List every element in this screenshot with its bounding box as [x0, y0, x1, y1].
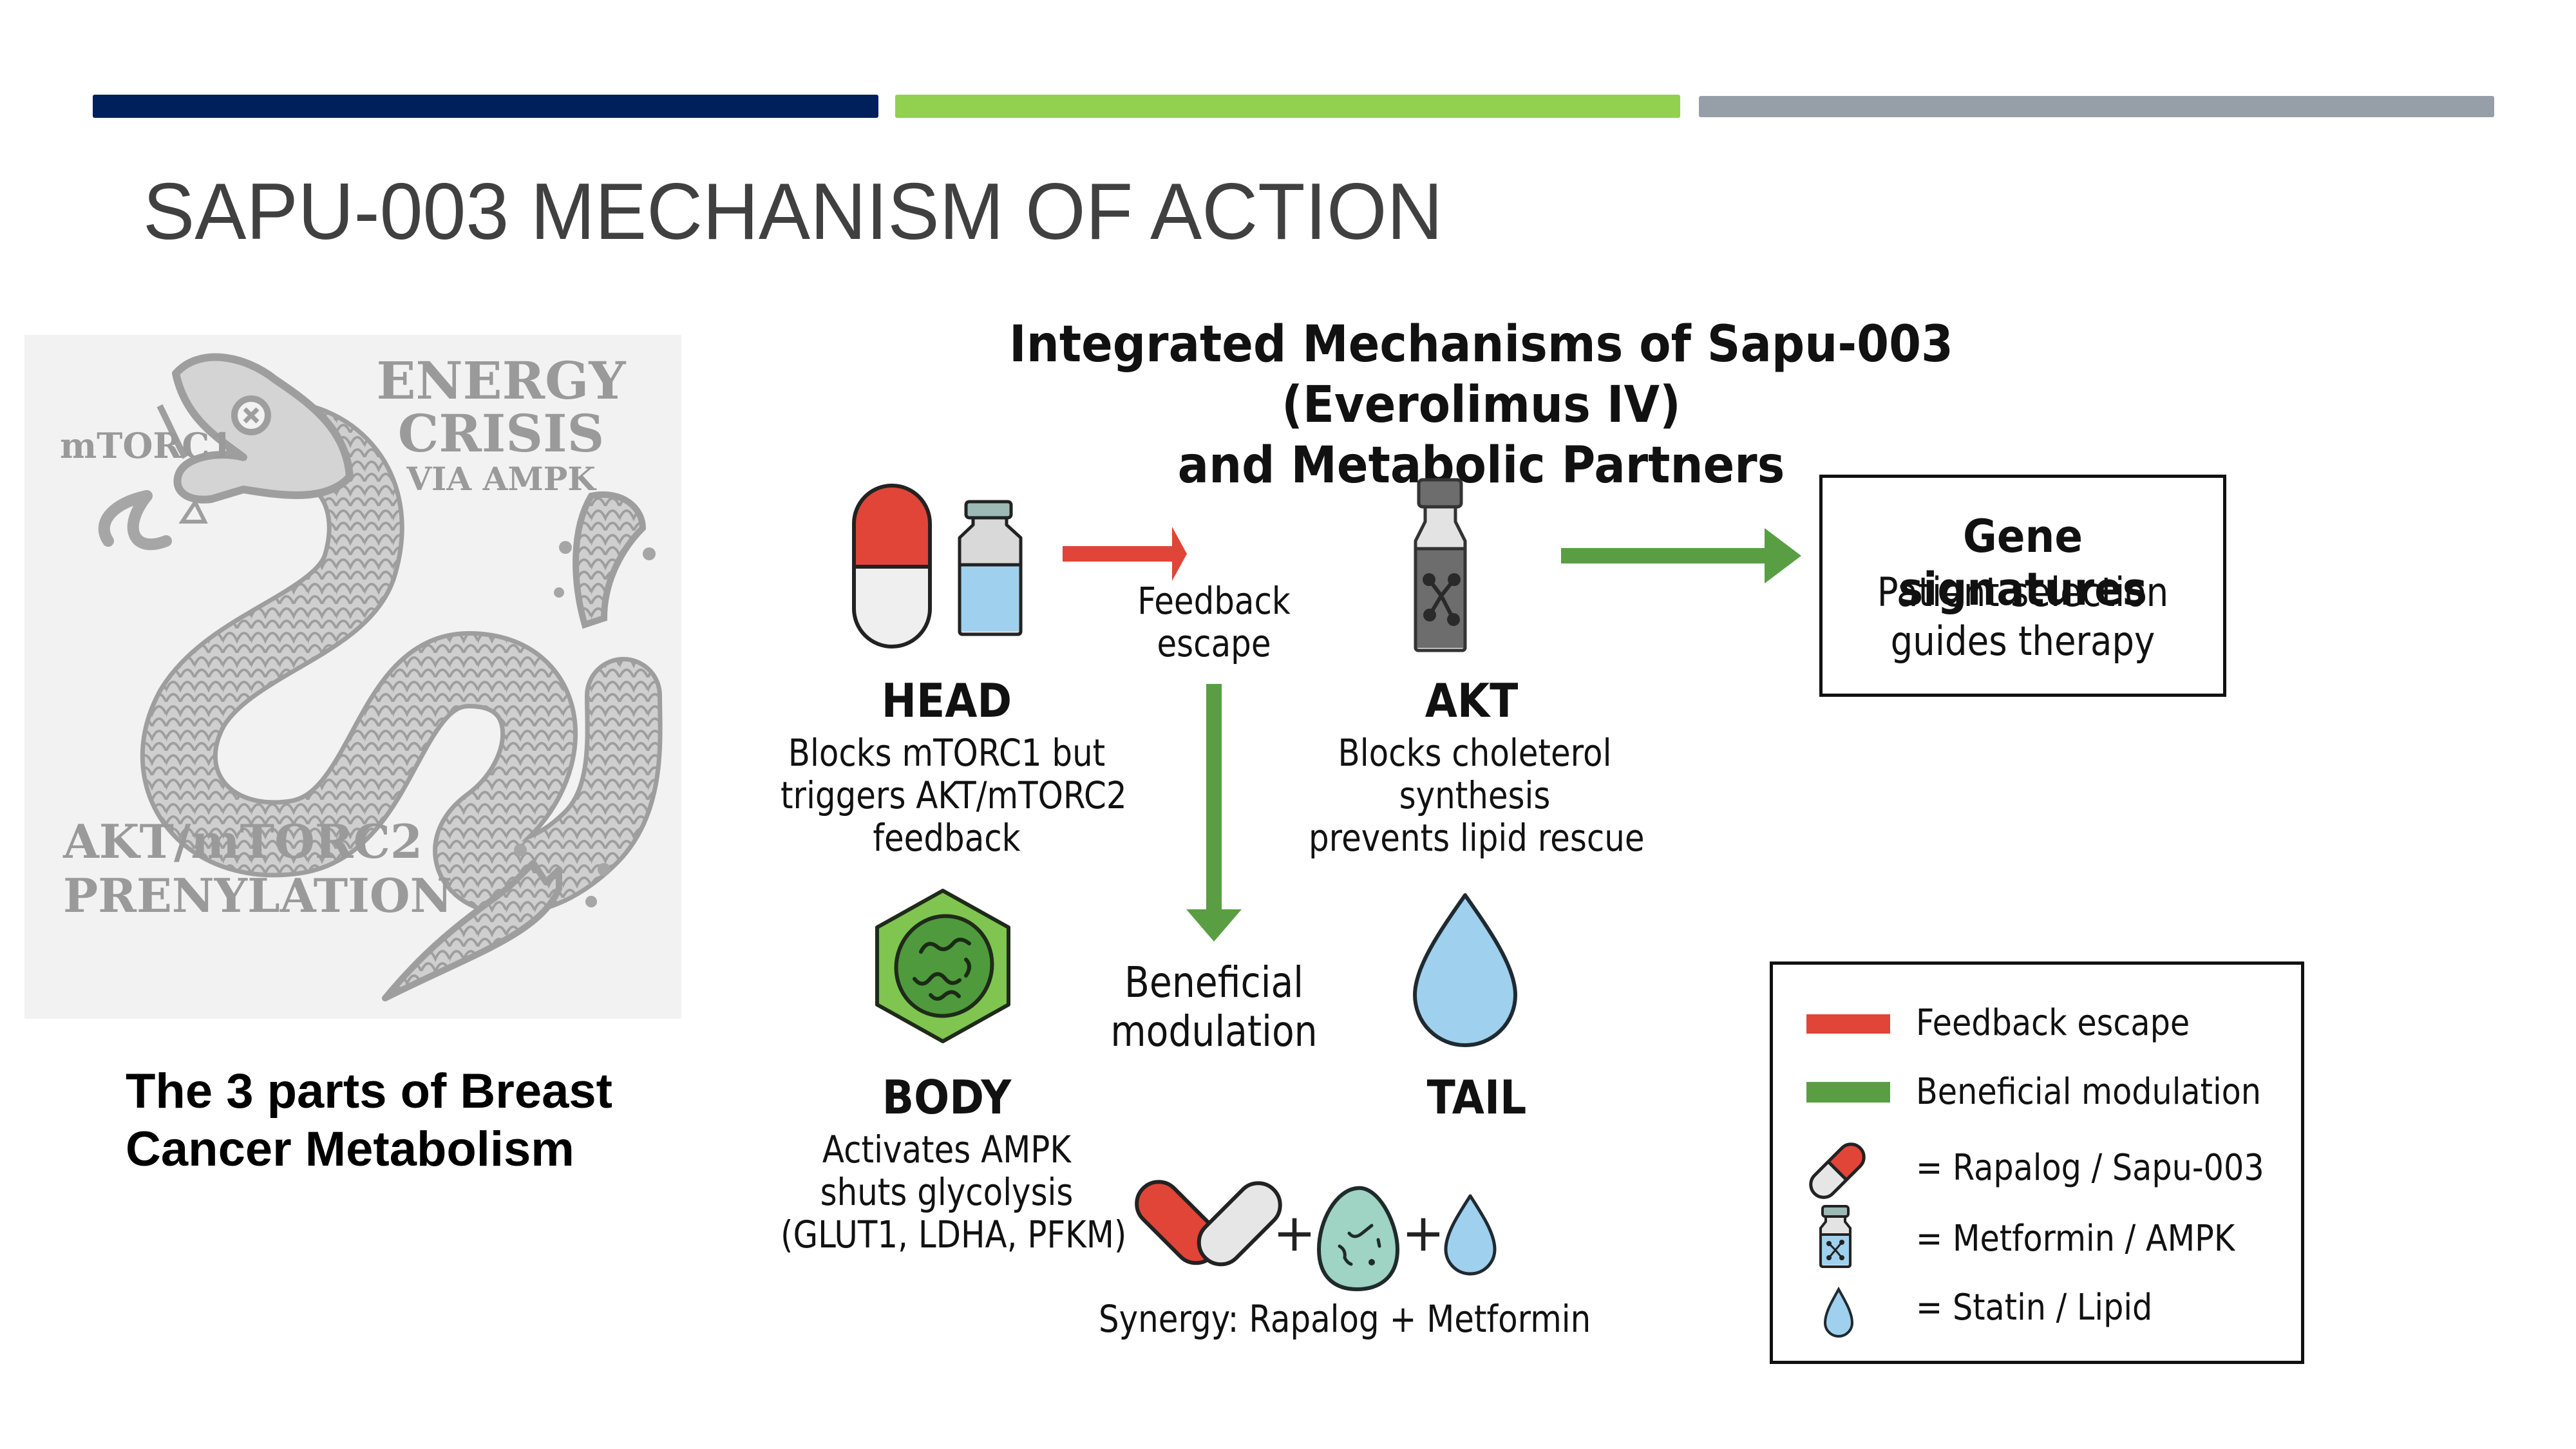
- dark-vial-icon: [1414, 478, 1467, 652]
- legend-label: = Statin / Lipid: [1916, 1287, 2153, 1329]
- caption-line1: The 3 parts of Breast: [126, 1064, 612, 1119]
- accent-bar-green: [895, 95, 1680, 118]
- feedback-escape-label: Feedback escape: [1101, 580, 1328, 665]
- body-desc-line2: shuts glycolysis: [820, 1170, 1074, 1214]
- akt-desc-line1: Blocks choleterol: [1338, 731, 1612, 775]
- energy-line2: CRISIS: [397, 403, 605, 464]
- legend-item-beneficial: Beneficial modulation: [1773, 1066, 2301, 1137]
- node-desc-head: Blocks mTORC1 but triggers AKT/mTORC2 fe…: [781, 731, 1127, 860]
- feedback-escape-arrow: [1063, 527, 1187, 581]
- node-desc-akt: Blocks choleterol synthesis prevents lip…: [1309, 731, 1645, 860]
- legend-label: Feedback escape: [1916, 1002, 2190, 1044]
- legend-swatch-red: [1806, 1014, 1890, 1034]
- beneficial-arrow-down: [1186, 684, 1242, 942]
- mitochondria-hexagon-icon: [875, 889, 1010, 1043]
- legend-label: = Metformin / AMPK: [1916, 1218, 2235, 1260]
- snake-tail-fragment: [573, 491, 647, 629]
- feedback-label-line1: Feedback: [1137, 579, 1291, 623]
- akt-line2: PRENYLATION: [63, 868, 453, 923]
- gene-box-desc: Patient selection guides therapy: [1846, 568, 2199, 666]
- energy-line3: VIA AMPK: [406, 460, 596, 498]
- head-desc-line2: triggers AKT/mTORC2: [781, 773, 1127, 817]
- beneficial-arrow-right: [1561, 528, 1801, 583]
- node-label-tail: TAIL: [1426, 1070, 1527, 1124]
- accent-bar-gray: [1699, 96, 2494, 117]
- node-label-head: HEAD: [881, 674, 1012, 728]
- head-desc-line1: Blocks mTORC1 but: [788, 731, 1106, 775]
- akt-desc-line3: prevents lipid rescue: [1309, 816, 1645, 860]
- legend-item-rapalog: = Rapalog / Sapu-003: [1773, 1135, 2301, 1206]
- body-desc-line3: (GLUT1, LDHA, PFKM): [781, 1213, 1127, 1256]
- legend: Feedback escape Beneficial modulation = …: [1770, 961, 2304, 1364]
- synergy-plus-1: +: [1273, 1203, 1316, 1263]
- node-label-akt: AKT: [1425, 674, 1519, 728]
- synergy-cell-icon: [1316, 1186, 1400, 1292]
- beneficial-label-line1: Beneficial: [1124, 958, 1304, 1007]
- gene-signatures-box: Gene signatures Patient selection guides…: [1819, 475, 2226, 697]
- legend-label: = Rapalog / Sapu-003: [1916, 1147, 2264, 1189]
- diagram-title-line2: and Metabolic Partners: [1177, 437, 1785, 495]
- capsule-icon: [852, 484, 932, 649]
- vial-icon: [1819, 1205, 1852, 1268]
- feedback-label-line2: escape: [1157, 621, 1271, 665]
- akt-desc-line2: synthesis: [1399, 773, 1551, 817]
- synergy-caption: Synergy: Rapalog + Metformin: [1099, 1297, 1591, 1341]
- snake-drawing: [98, 353, 663, 1001]
- node-label-body: BODY: [882, 1070, 1012, 1124]
- akt-line1: AKT/mTORC2: [63, 814, 423, 869]
- gene-desc-line1: Patient selection: [1877, 569, 2169, 616]
- synergy-capsule-icon: [1135, 1180, 1282, 1267]
- legend-swatch-green: [1806, 1082, 1890, 1103]
- beneficial-modulation-label: Beneficial modulation: [1101, 958, 1328, 1056]
- gene-box-title: Gene signatures: [1898, 510, 2148, 616]
- capsule-icon: [1809, 1142, 1866, 1199]
- snake-label-akt: AKT/mTORC2 PRENYLATION: [63, 815, 452, 923]
- gene-desc-line2: guides therapy: [1890, 618, 2155, 665]
- snake-label-energy: ENERGY CRISIS VIA AMPK: [372, 354, 630, 498]
- node-desc-body: Activates AMPK shuts glycolysis (GLUT1, …: [781, 1128, 1127, 1256]
- body-desc-line1: Activates AMPK: [822, 1128, 1072, 1171]
- snake-tail-end: [382, 860, 562, 1001]
- diagram-title-line1: Integrated Mechanisms of Sapu-003 (Evero…: [1009, 316, 1953, 434]
- droplet-icon: [1823, 1286, 1854, 1338]
- synergy-droplet-icon: [1444, 1194, 1497, 1276]
- slide-title: SAPU-003 MECHANISM OF ACTION: [143, 167, 1443, 256]
- legend-label: Beneficial modulation: [1916, 1071, 2262, 1113]
- beneficial-label-line2: modulation: [1110, 1007, 1318, 1056]
- energy-line1: ENERGY: [376, 350, 626, 411]
- snake-illustration: mTORC1 ENERGY CRISIS VIA AMPK AKT/mTORC2…: [24, 335, 681, 1019]
- droplet-icon: [1413, 893, 1517, 1047]
- snake-label-mtorc1: mTORC1: [60, 425, 234, 466]
- panel-caption: The 3 parts of Breast Cancer Metabolism: [126, 1063, 705, 1179]
- head-desc-line3: feedback: [873, 816, 1021, 860]
- legend-item-feedback: Feedback escape: [1773, 997, 2301, 1068]
- vial-icon: [958, 500, 1023, 636]
- snake-head: [98, 353, 354, 551]
- legend-item-metformin: = Metformin / AMPK: [1773, 1205, 2301, 1283]
- legend-item-statin: = Statin / Lipid: [1773, 1286, 2301, 1358]
- diagram-title: Integrated Mechanisms of Sapu-003 (Evero…: [889, 314, 2074, 496]
- synergy-plus-2: +: [1401, 1203, 1444, 1263]
- accent-bar-navy: [93, 95, 878, 118]
- caption-line2: Cancer Metabolism: [126, 1122, 574, 1177]
